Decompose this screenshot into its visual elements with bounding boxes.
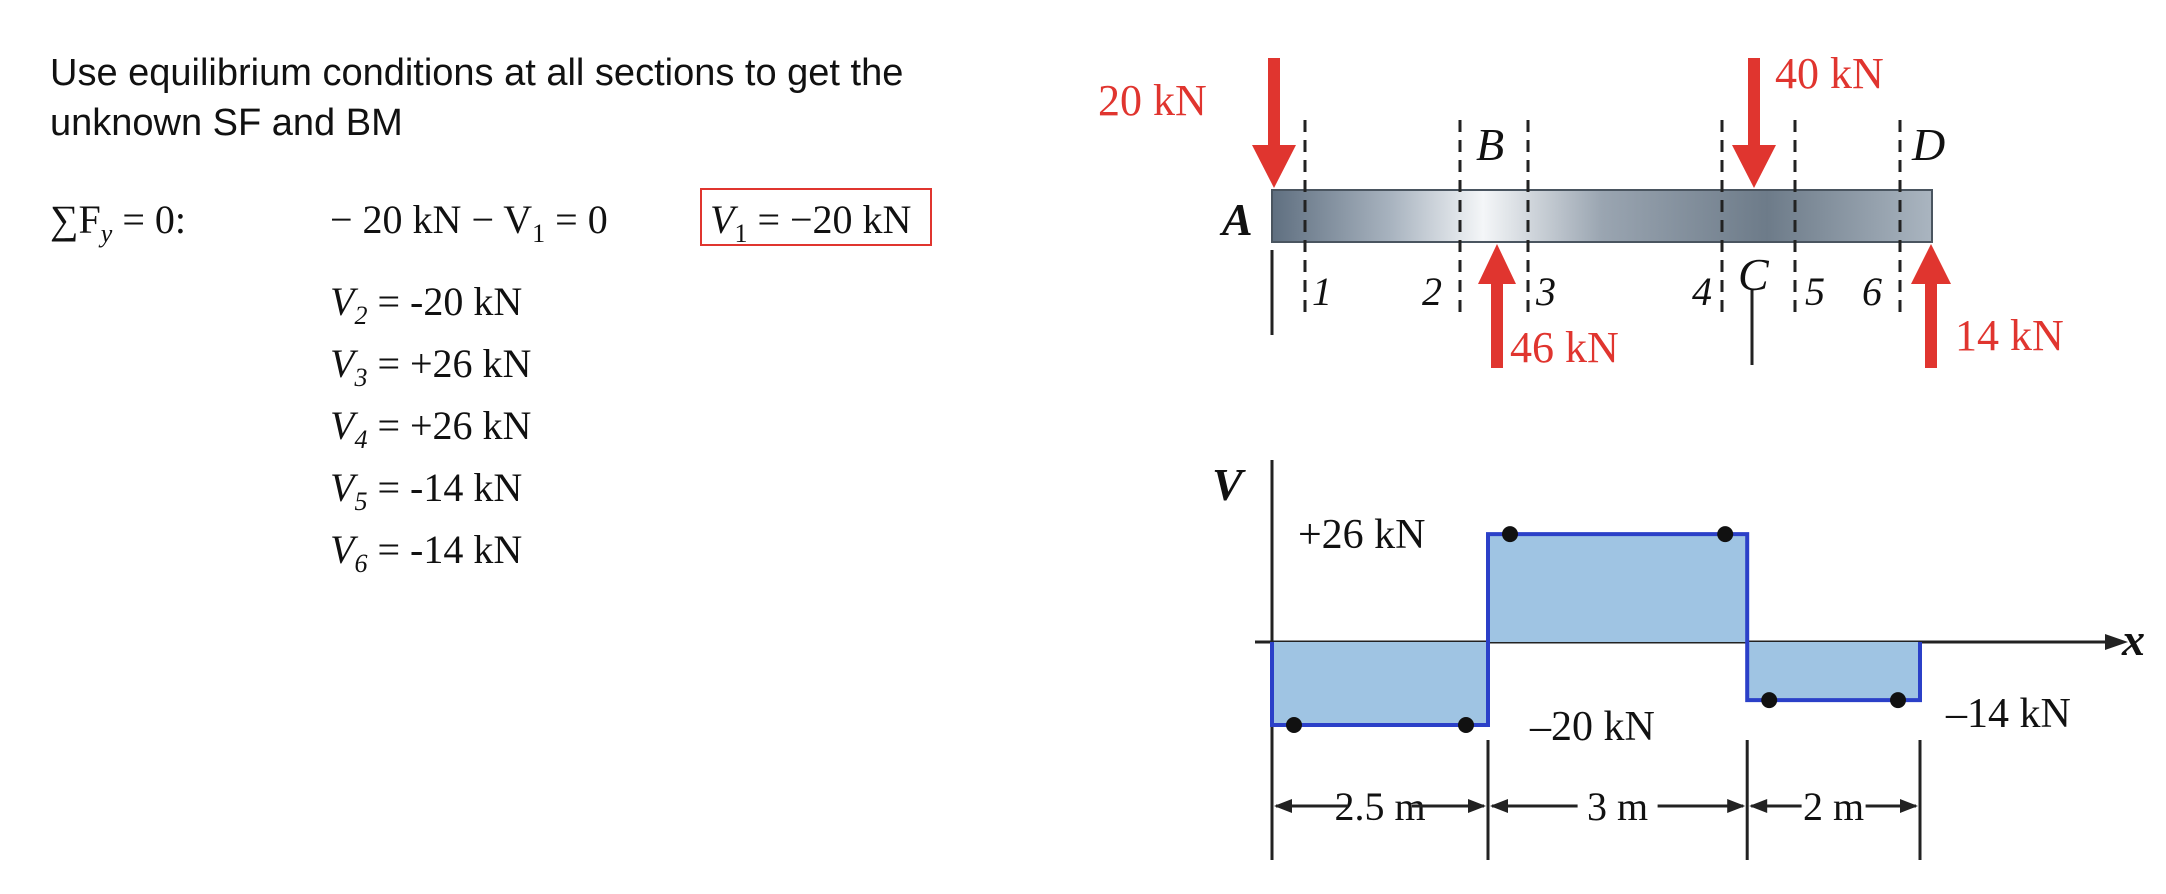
shear-symbol: V	[330, 465, 355, 510]
section-number: 2	[1422, 269, 1442, 314]
point-label-c: C	[1738, 249, 1770, 300]
sum-forces-symbol: ∑F	[50, 197, 101, 242]
section-number: 4	[1692, 269, 1712, 314]
equilibrium-condition: ∑Fy = 0:	[50, 196, 186, 249]
shear-point	[1717, 526, 1734, 543]
shear-symbol: V	[330, 341, 355, 386]
dimension-line: 2.5 m 3 m 2 m	[1270, 740, 1922, 860]
section-number: 5	[1805, 269, 1825, 314]
dimension-arrowhead	[1468, 799, 1486, 813]
dimension-arrowhead	[1749, 799, 1768, 813]
equilibrium-expression: − 20 kN − V1 = 0	[330, 196, 608, 249]
shear-segment	[1488, 534, 1748, 642]
point-label-a: A	[1219, 194, 1253, 245]
x-axis-label: x	[2121, 614, 2145, 665]
section-lines	[1303, 120, 1902, 320]
expression-subscript: 1	[532, 219, 546, 248]
value-labels: +26 kN –20 kN –14 kN	[1298, 512, 2071, 750]
shear-subscript: 5	[354, 487, 368, 516]
section-number: 6	[1862, 269, 1882, 314]
shear-point	[1890, 692, 1906, 709]
shear-segment-outline	[1745, 642, 1922, 703]
dimension-label: 2 m	[1803, 784, 1864, 829]
result-symbol: V	[710, 197, 735, 242]
shear-segment	[1272, 642, 1488, 725]
shear-value-row: V4 = +26 kN	[330, 402, 531, 455]
shear-segment	[1747, 642, 1920, 701]
value-label-negative-right: –14 kN	[1945, 691, 2071, 737]
value-label-positive: +26 kN	[1298, 512, 1426, 558]
arrow-shaft-c	[1748, 58, 1760, 148]
shear-value-row: V6 = -14 kN	[330, 526, 522, 579]
result-value: = −20 kN	[747, 197, 912, 242]
shear-symbol: V	[330, 279, 355, 324]
shear-value: = -14 kN	[377, 527, 523, 572]
expression-tail: = 0	[545, 197, 608, 242]
shear-point	[1502, 526, 1518, 543]
shear-point	[1458, 717, 1474, 733]
shear-subscript: 3	[354, 363, 368, 392]
shear-symbol: V	[330, 403, 355, 448]
expression-main: − 20 kN − V	[330, 197, 533, 242]
shear-subscript: 4	[354, 425, 368, 454]
dimension-arrowhead	[1274, 799, 1292, 813]
arrow-shaft-d	[1925, 283, 1937, 368]
shear-segment-outline	[1270, 642, 1490, 727]
arrow-down-c	[1732, 145, 1776, 188]
shear-value-row: V3 = +26 kN	[330, 340, 531, 393]
shear-point	[1761, 692, 1778, 709]
x-axis-arrowhead	[2105, 634, 2128, 650]
dimension-arrowhead	[1727, 799, 1746, 813]
shear-value: = -14 kN	[377, 465, 523, 510]
shear-subscript: 6	[354, 549, 368, 578]
arrow-down-a	[1252, 145, 1296, 188]
section-numbers: 1 2 3 4 5 6	[1312, 269, 1882, 314]
point-label-b: B	[1476, 119, 1504, 170]
v-axis-label: V	[1212, 459, 1246, 510]
result-subscript: 1	[734, 219, 748, 248]
load-labels: 20 kN 40 kN 46 kN 14 kN	[1098, 49, 2064, 372]
dimension-label: 3 m	[1587, 784, 1648, 829]
section-number: 3	[1535, 269, 1556, 314]
load-label-d: 14 kN	[1955, 311, 2064, 360]
arrow-up-d	[1911, 244, 1951, 284]
dimension-label: 2.5 m	[1334, 784, 1425, 829]
sum-forces-subscript: y	[100, 219, 113, 248]
arrow-shaft-b	[1491, 283, 1503, 368]
result-equation: V1 = −20 kN	[710, 196, 911, 249]
value-label-negative-left: –20 kN	[1529, 704, 1655, 750]
shear-value: = +26 kN	[377, 341, 532, 386]
arrow-shaft-a	[1268, 58, 1280, 148]
dimension-arrowhead	[1490, 799, 1508, 813]
shear-value: = +26 kN	[377, 403, 532, 448]
shear-segment-outline	[1486, 532, 1750, 642]
intro-text: Use equilibrium conditions at all sectio…	[50, 52, 904, 144]
dimension-arrowhead	[1900, 799, 1918, 813]
shear-point	[1286, 717, 1302, 733]
shear-value: = -20 kN	[377, 279, 523, 324]
shear-value-row: V5 = -14 kN	[330, 464, 522, 517]
section-number: 1	[1312, 269, 1332, 314]
shear-value-row: V2 = -20 kN	[330, 278, 522, 331]
load-arrows	[1252, 58, 1951, 368]
load-label-c: 40 kN	[1775, 49, 1884, 98]
beam-bar	[1271, 189, 1933, 243]
sum-forces-tail: = 0:	[112, 197, 186, 242]
arrow-up-b	[1478, 244, 1516, 284]
point-label-d: D	[1911, 119, 1945, 170]
shear-force-diagram: V x	[1212, 459, 2145, 860]
result-box	[700, 188, 932, 246]
shear-subscript: 2	[354, 301, 368, 330]
load-label-b: 46 kN	[1510, 323, 1619, 372]
load-label-a: 20 kN	[1098, 76, 1207, 125]
point-labels: A B C D	[1219, 119, 1945, 300]
shear-symbol: V	[330, 527, 355, 572]
